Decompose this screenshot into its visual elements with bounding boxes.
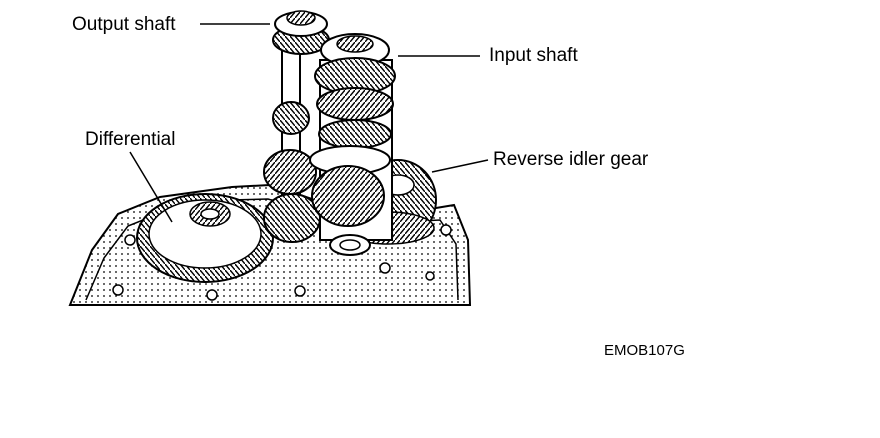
output-shaft [263, 10, 330, 243]
reverse-idler-gear-leader [431, 159, 489, 173]
differential-label: Differential [85, 129, 176, 150]
differential-leader [129, 151, 173, 223]
input-shaft-label: Input shaft [489, 45, 578, 66]
output-shaft-label: Output shaft [72, 14, 176, 35]
input-shaft [309, 33, 396, 256]
differential-gear [136, 193, 274, 283]
reverse-idler-gear-label: Reverse idler gear [493, 149, 649, 170]
figure-code: EMOB107G [604, 342, 685, 359]
